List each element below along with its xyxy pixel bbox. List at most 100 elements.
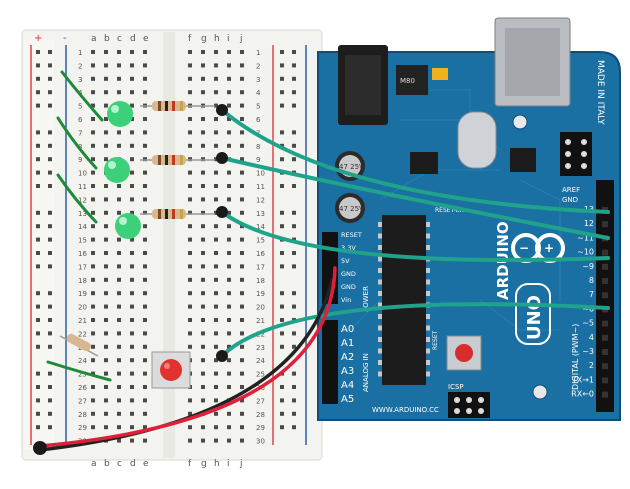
chip-pin <box>426 325 430 331</box>
breadboard-hole <box>201 264 205 269</box>
rail-hole <box>292 224 296 229</box>
chip-pin <box>378 233 382 239</box>
breadboard-hole <box>227 170 231 175</box>
rail-hole <box>36 291 40 296</box>
breadboard-hole <box>201 304 205 309</box>
chip-pin <box>378 302 382 308</box>
breadboard-hole <box>117 130 121 135</box>
breadboard-hole <box>227 237 231 242</box>
rail-hole <box>280 318 284 322</box>
chip-pin <box>378 337 382 342</box>
breadboard-hole <box>91 331 95 336</box>
breadboard-hole <box>214 251 218 255</box>
push-button[interactable] <box>151 351 191 389</box>
icsp-label: ICSP <box>448 383 464 391</box>
analog-pin-a3: A3 <box>341 366 354 377</box>
breadboard-hole <box>214 224 218 229</box>
rail-hole <box>36 130 40 135</box>
breadboard-hole <box>117 50 121 54</box>
rail-hole <box>48 63 52 68</box>
breadboard-hole <box>240 50 244 54</box>
digital-pin-label: ~3 <box>582 347 594 356</box>
breadboard-hole <box>104 344 108 349</box>
breadboard-hole <box>214 197 218 202</box>
rail-hole <box>48 291 52 296</box>
breadboard-hole <box>130 304 134 309</box>
breadboard-hole <box>240 264 244 269</box>
row-number-right: 2 <box>256 62 260 70</box>
rail-hole <box>48 90 52 95</box>
rail-hole <box>36 143 40 148</box>
breadboard-hole <box>130 130 134 135</box>
breadboard-hole <box>201 90 205 95</box>
breadboard-hole <box>227 224 231 229</box>
col-letter-c: c <box>117 34 122 44</box>
breadboard-hole <box>227 291 231 296</box>
row-number-right: 21 <box>256 317 265 325</box>
breadboard-hole <box>130 63 134 68</box>
breadboard-hole <box>240 304 244 309</box>
row-number-right: 20 <box>256 304 265 312</box>
breadboard-hole <box>104 331 108 336</box>
breadboard-hole <box>240 291 244 296</box>
jumper-gnd-2 <box>56 116 98 170</box>
breadboard-hole <box>227 130 231 135</box>
chip-pin <box>378 279 382 285</box>
row-number-right: 19 <box>256 290 265 298</box>
analog-pin-a4: A4 <box>341 380 354 391</box>
breadboard-hole <box>201 331 205 336</box>
breadboard-hole <box>188 291 192 296</box>
breadboard-hole <box>91 50 95 54</box>
rail-hole <box>48 76 52 81</box>
row-number-left: 21 <box>78 317 87 325</box>
breadboard-hole <box>188 184 192 188</box>
svg-text:47 25V: 47 25V <box>339 205 364 213</box>
breadboard-hole <box>104 103 108 108</box>
icsp-header-top <box>560 132 592 176</box>
reset-button[interactable] <box>446 335 482 371</box>
breadboard-hole <box>240 398 244 403</box>
breadboard-hole <box>104 318 108 322</box>
col-letter-i-bottom: i <box>227 459 230 469</box>
breadboard-hole <box>130 438 134 443</box>
breadboard-hole <box>240 411 244 416</box>
rail-hole <box>48 157 52 162</box>
breadboard-hole <box>143 344 147 349</box>
breadboard-hole <box>188 50 192 54</box>
chip-pin <box>426 268 430 273</box>
breadboard-hole <box>117 291 121 296</box>
breadboard-hole <box>227 143 231 148</box>
breadboard-hole <box>227 264 231 269</box>
digital-pin-label: TX→1 <box>571 375 594 384</box>
breadboard-hole <box>214 358 218 363</box>
breadboard-hole <box>130 398 134 403</box>
breadboard-hole <box>143 130 147 135</box>
row-number-left: 27 <box>78 397 87 405</box>
breadboard-hole <box>201 385 205 389</box>
breadboard-hole <box>240 170 244 175</box>
rail-hole <box>280 63 284 68</box>
breadboard-hole <box>227 331 231 336</box>
chip-pin <box>378 360 382 365</box>
chip-pin <box>426 291 430 296</box>
breadboard-hole <box>188 251 192 255</box>
breadboard-hole <box>130 411 134 416</box>
breadboard-hole <box>188 411 192 416</box>
rail-hole <box>292 425 296 430</box>
breadboard-hole <box>227 117 231 121</box>
breadboard-hole <box>91 157 95 162</box>
rail-hole <box>292 291 296 296</box>
breadboard-hole <box>201 184 205 188</box>
rail-hole <box>292 344 296 349</box>
col-letter-b: b <box>104 34 110 44</box>
reset-button-label: RESET <box>432 330 439 350</box>
breadboard-hole <box>143 76 147 81</box>
breadboard-hole <box>227 318 231 322</box>
breadboard-hole <box>130 143 134 148</box>
breadboard-hole <box>214 304 218 309</box>
power-label: POWER <box>362 286 370 312</box>
breadboard-hole <box>214 90 218 95</box>
breadboard-hole <box>130 170 134 175</box>
breadboard-hole <box>130 344 134 349</box>
breadboard-hole <box>143 224 147 229</box>
